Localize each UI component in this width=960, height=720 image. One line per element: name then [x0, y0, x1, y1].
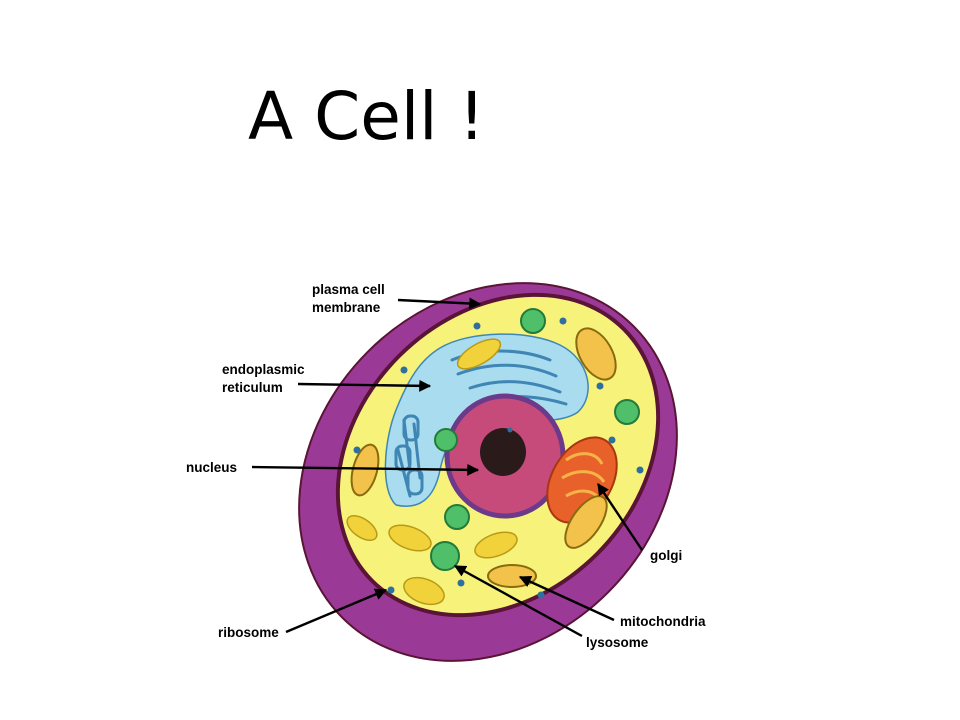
- lysosome-label: lysosome: [586, 635, 649, 650]
- label-pointers: [251, 297, 643, 638]
- plasma-membrane-label-line1: plasma cell: [312, 282, 385, 297]
- nucleolus: [480, 428, 526, 476]
- ribosome-label: ribosome: [218, 625, 279, 640]
- vacuoles: [346, 338, 518, 606]
- er-pointer: [297, 379, 432, 392]
- plasma-membrane-pointer: [397, 297, 482, 310]
- mitochondria-pointer: [518, 575, 615, 622]
- ribosome-pointer: [285, 588, 388, 634]
- nucleus-pointer: [251, 463, 480, 476]
- er-label-line2: reticulum: [222, 380, 283, 395]
- lysosome-pointer: [453, 564, 583, 638]
- lysosomes: [430, 308, 640, 571]
- plasma-membrane-label-line2: membrane: [312, 300, 381, 315]
- ribosomes: [353, 317, 644, 599]
- er-label-line1: endoplasmic: [222, 362, 305, 377]
- golgi-pointer: [597, 483, 643, 551]
- mitochondria-label: mitochondria: [620, 614, 706, 629]
- slide-title: A Cell !: [248, 78, 485, 155]
- nucleus-label: nucleus: [186, 460, 237, 475]
- golgi-label: golgi: [650, 548, 682, 563]
